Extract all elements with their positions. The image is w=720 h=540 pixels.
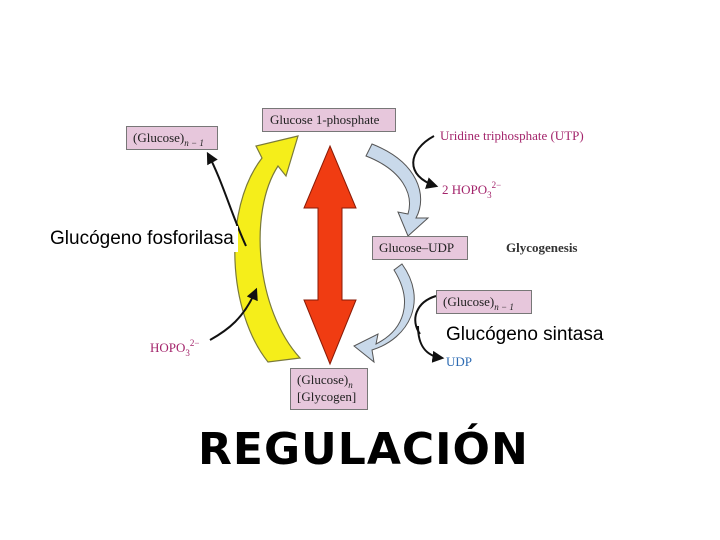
yellow-breakdown-arrow xyxy=(234,135,302,363)
pyrophosphate-main: 2 HOPO xyxy=(442,182,488,197)
glycogen-box-line2: [Glycogen] xyxy=(297,389,357,404)
phosphate-sup: 2− xyxy=(189,338,200,348)
glucogeno-sintasa-label: Glucógeno sintasa xyxy=(442,322,608,348)
thin-arrow-to-glucose-top xyxy=(206,151,247,247)
phosphate-main: HOPO xyxy=(150,340,186,355)
glucose-udp-label: Glucose–UDP xyxy=(379,240,455,255)
glucose-right-main: (Glucose) xyxy=(443,294,495,309)
glucogeno-fosforilasa-label: Glucógeno fosforilasa xyxy=(46,226,238,252)
glucose-1-phosphate-label: Glucose 1-phosphate xyxy=(270,112,380,127)
utp-label: Uridine triphosphate (UTP) xyxy=(440,128,584,143)
glycogen-box: (Glucose)n [Glycogen] xyxy=(290,368,368,410)
glucose-udp-box: Glucose–UDP xyxy=(372,236,468,260)
pyrophosphate-sup: 2− xyxy=(491,180,502,190)
glucose-n-minus-1-top-box: (Glucose)n − 1 xyxy=(126,126,218,150)
udp-label: UDP xyxy=(446,354,473,369)
glycogen-sub: n xyxy=(348,380,353,390)
blue-synthesis-arrow xyxy=(353,263,415,364)
glycogen-main: (Glucose) xyxy=(297,372,349,387)
phosphate-label: HOPO32− xyxy=(150,338,200,358)
glucose-n-minus-1-right-box: (Glucose)n − 1 xyxy=(436,290,532,314)
glucose-1-phosphate-box: Glucose 1-phosphate xyxy=(262,108,396,132)
pyrophosphate-label: 2 HOPO32− xyxy=(442,180,502,200)
glycogenesis-label: Glycogenesis xyxy=(506,240,578,255)
glucose-top-sub: n − 1 xyxy=(184,138,204,148)
glycogen-box-line1: (Glucose)n xyxy=(297,372,361,390)
blue-activation-arrow xyxy=(365,143,430,237)
red-regulation-arrow xyxy=(303,144,357,366)
thin-arrow-utp xyxy=(412,135,439,189)
page-title: REGULACIÓN xyxy=(198,424,529,475)
glucose-top-main: (Glucose) xyxy=(133,130,185,145)
phosphate-sub: 3 xyxy=(185,348,190,358)
thin-arrow-phosphate xyxy=(209,287,258,341)
pyrophosphate-sub: 3 xyxy=(487,190,492,200)
glucose-right-sub: n − 1 xyxy=(494,302,514,312)
thin-arrow-udp xyxy=(417,325,445,363)
